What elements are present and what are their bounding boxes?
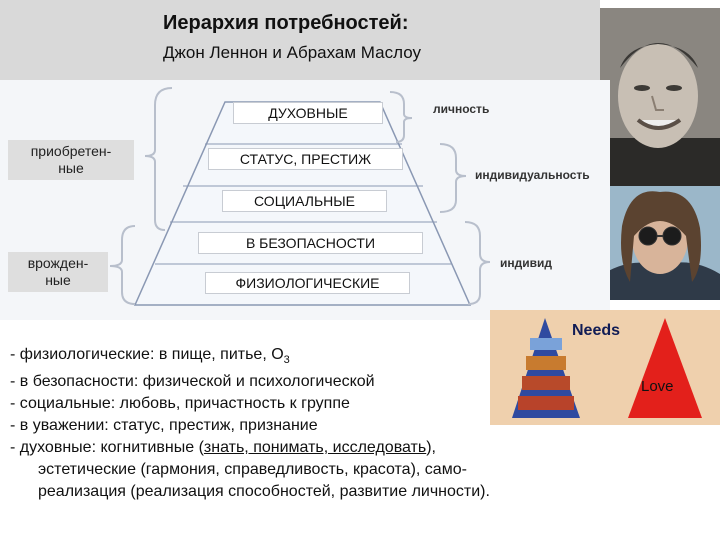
- page-title: Иерархия потребностей:: [163, 12, 409, 34]
- acquired-label: приобретен- ные: [8, 140, 134, 180]
- lennon-photo: [600, 186, 720, 300]
- list-item: эстетические (гармония, справедливость, …: [38, 461, 467, 479]
- list-item: реализация (реализация способностей, раз…: [38, 483, 490, 501]
- love-label: Love: [641, 378, 674, 395]
- level-spiritual: ДУХОВНЫЕ: [233, 102, 383, 124]
- needs-list: - физиологические: в пище, питье, O3 - в…: [10, 344, 490, 503]
- pyramid-diagram: ДУХОВНЫЕ СТАТУС, ПРЕСТИЖ СОЦИАЛЬНЫЕ В БЕ…: [0, 80, 610, 320]
- list-item: - социальные: любовь, причастность к гру…: [10, 395, 350, 413]
- label-personality: личность: [433, 102, 490, 116]
- list-item: - в безопасности: физической и психологи…: [10, 373, 375, 391]
- needs-love-inset: [490, 310, 720, 425]
- level-social: СОЦИАЛЬНЫЕ: [222, 190, 387, 212]
- level-safety: В БЕЗОПАСНОСТИ: [198, 232, 423, 254]
- level-status: СТАТУС, ПРЕСТИЖ: [208, 148, 403, 170]
- level-physiological: ФИЗИОЛОГИЧЕСКИЕ: [205, 272, 410, 294]
- needs-label: Needs: [572, 322, 621, 339]
- title-banner: Иерархия потребностей: Джон Леннон и Абр…: [0, 0, 600, 80]
- label-individual: индивид: [500, 256, 552, 270]
- label-individuality: индивидуальность: [475, 168, 590, 182]
- list-item: - физиологические: в пище, питье, O3: [10, 346, 290, 367]
- page-subtitle: Джон Леннон и Абрахам Маслоу: [163, 43, 421, 62]
- list-item: - духовные: когнитивные (знать, понимать…: [10, 439, 436, 457]
- list-item: - в уважении: статус, престиж, признание: [10, 417, 318, 435]
- innate-label: врожден- ные: [8, 252, 108, 292]
- maslow-photo: [600, 8, 720, 186]
